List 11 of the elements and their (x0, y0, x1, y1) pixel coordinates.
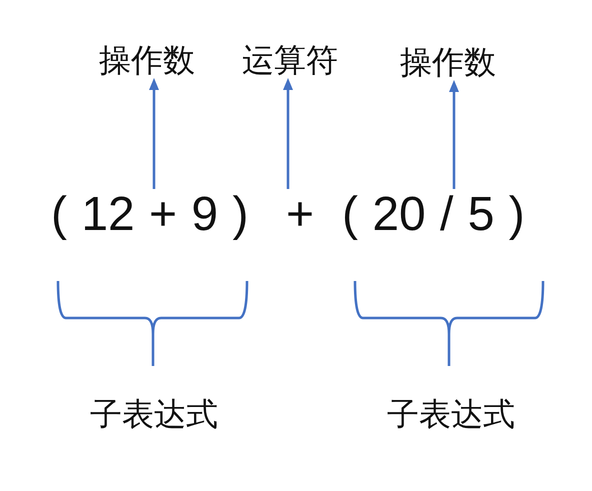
arrow (283, 78, 293, 189)
arrow (149, 78, 159, 189)
expression-text: ( 12 + 9 ) (51, 191, 248, 239)
brace-label: 子表达式 (387, 398, 515, 430)
brace-label: 子表达式 (90, 398, 218, 430)
annotation-label: 操作数 (99, 44, 195, 76)
expression-text: ( 20 / 5 ) (342, 191, 525, 239)
annotation-label: 操作数 (400, 46, 496, 78)
arrow (449, 80, 459, 189)
annotation-label: 运算符 (242, 44, 338, 76)
plus-sign: + (286, 191, 314, 239)
